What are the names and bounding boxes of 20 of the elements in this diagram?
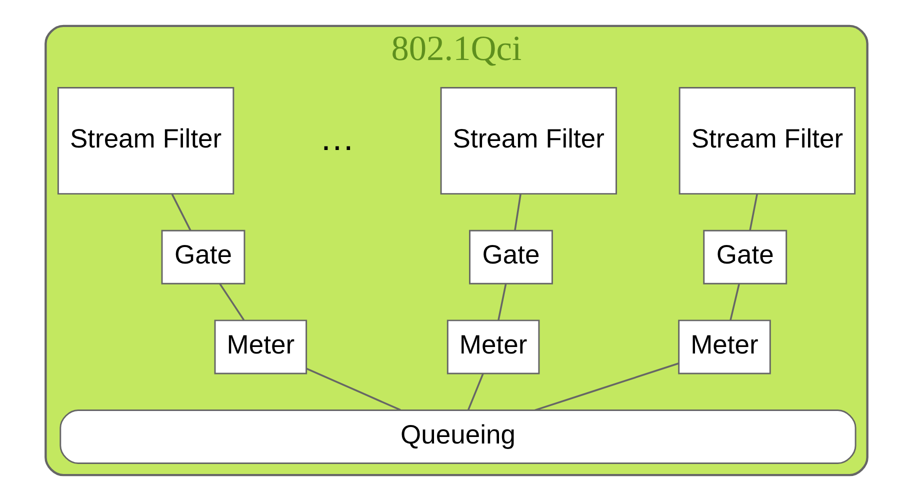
node-box: Gate: [160, 230, 245, 284]
connector: [514, 194, 521, 231]
connector: [218, 283, 244, 321]
connector: [466, 373, 484, 410]
node-box: Stream Filter: [56, 87, 234, 195]
connector: [170, 194, 191, 231]
connector: [497, 284, 506, 320]
node-box: Meter: [214, 320, 307, 374]
node-box: Meter: [446, 320, 540, 374]
connector: [306, 368, 400, 411]
node-box: Gate: [468, 230, 552, 284]
node-box: Gate: [702, 230, 787, 284]
node-box: Stream Filter: [440, 87, 616, 195]
connector: [534, 362, 678, 412]
label: …: [319, 118, 354, 158]
node-box: Meter: [678, 320, 770, 374]
connector: [748, 194, 758, 231]
node-box: Stream Filter: [678, 87, 856, 195]
connector: [729, 284, 740, 320]
node-box: Queueing: [59, 410, 856, 464]
